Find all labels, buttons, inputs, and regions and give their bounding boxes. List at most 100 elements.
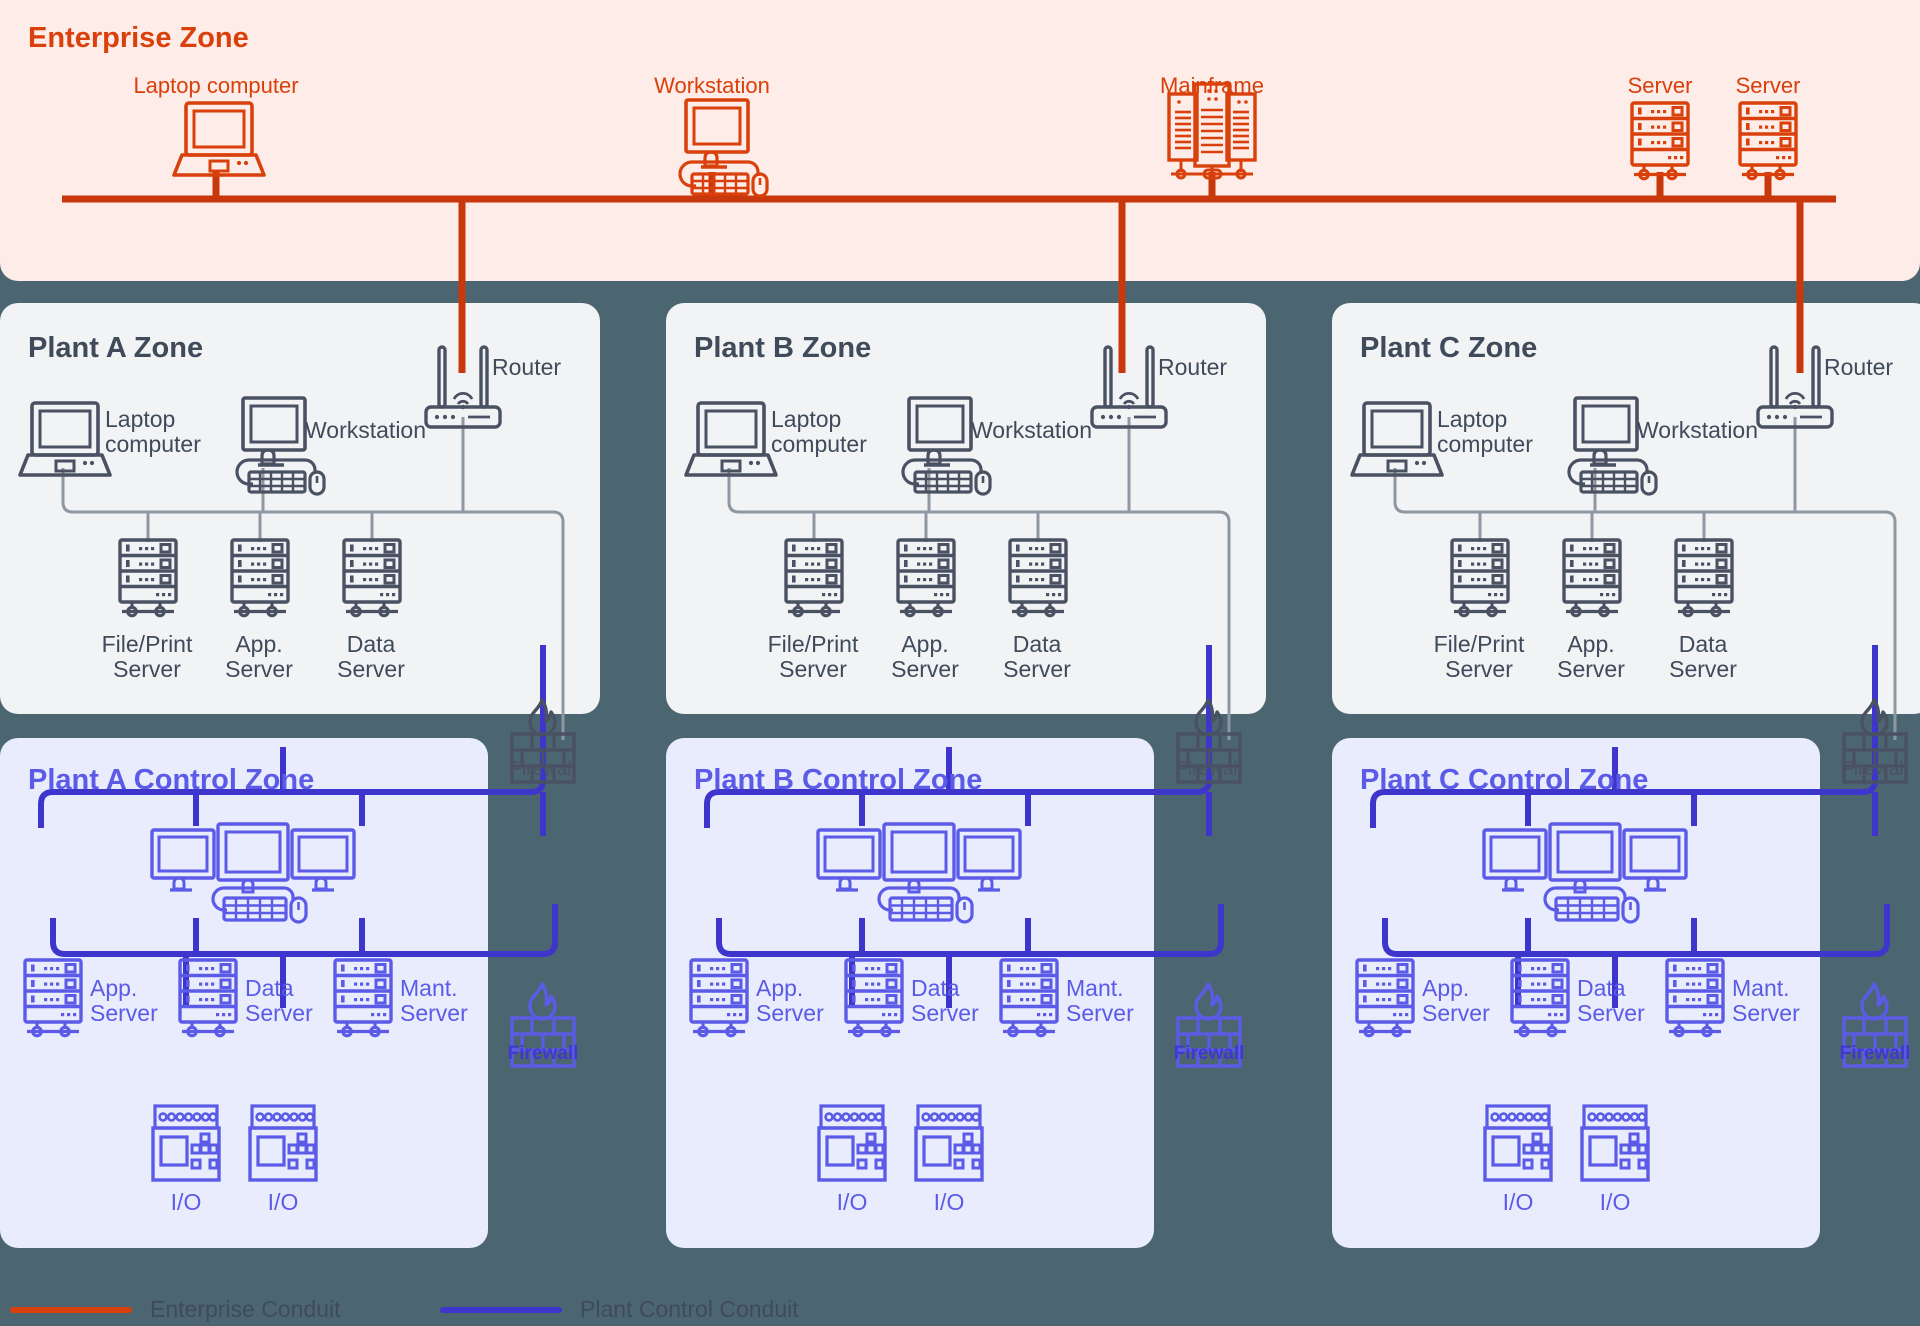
legend-item-plant-control-conduit: Plant Control Conduit xyxy=(440,1296,799,1323)
io-module-icon xyxy=(1580,1104,1650,1182)
server-icon xyxy=(1008,538,1068,618)
plant-c-control-zone-title: Plant C Control Zone xyxy=(1360,764,1649,796)
io-label: I/O xyxy=(836,1189,868,1215)
legend-item-enterprise-conduit: Enterprise Conduit xyxy=(10,1296,341,1323)
workstation-icon xyxy=(1567,396,1658,496)
laptop-label: Laptop computer xyxy=(105,406,201,457)
server-icon xyxy=(1630,101,1690,181)
server-label: Data Server xyxy=(1577,975,1645,1026)
io-module-icon xyxy=(817,1104,887,1182)
firewall-label: Firewall xyxy=(1173,1043,1245,1064)
plant-a-zone-title: Plant A Zone xyxy=(28,332,204,364)
server-icon xyxy=(118,538,178,618)
io-label: I/O xyxy=(1502,1189,1534,1215)
io-label: I/O xyxy=(267,1189,299,1215)
plant-a-zone-panel xyxy=(0,303,600,714)
io-module-icon xyxy=(914,1104,984,1182)
server-icon xyxy=(1562,538,1622,618)
laptop-icon xyxy=(684,401,778,477)
laptop-label: Laptop computer xyxy=(1437,406,1533,457)
legend-label: Plant Control Conduit xyxy=(580,1296,799,1322)
server-icon xyxy=(342,538,402,618)
io-module-icon xyxy=(1483,1104,1553,1182)
firewall-label: Firewall xyxy=(1842,759,1908,780)
router-icon xyxy=(1756,345,1834,429)
enterprise-device-label: Workstation xyxy=(654,73,770,98)
io-label: I/O xyxy=(170,1189,202,1215)
server-icon xyxy=(1674,538,1734,618)
server-icon xyxy=(896,538,956,618)
workstation-icon xyxy=(678,98,769,198)
legend-label: Enterprise Conduit xyxy=(150,1296,341,1322)
router-label: Router xyxy=(492,354,562,380)
server-icon xyxy=(689,958,749,1038)
plant-c-zone-panel xyxy=(1332,303,1920,714)
plant-a-control-zone-title: Plant A Control Zone xyxy=(28,764,315,796)
server-icon xyxy=(999,958,1059,1038)
server-icon xyxy=(1665,958,1725,1038)
mainframe-icon xyxy=(1167,82,1257,180)
server-label: App. Server xyxy=(891,631,959,682)
triple-monitor-icon xyxy=(816,822,1022,924)
plant-b-zone-title: Plant B Zone xyxy=(694,332,872,364)
router-icon xyxy=(1090,345,1168,429)
laptop-icon xyxy=(172,101,266,177)
enterprise-zone-panel xyxy=(0,0,1920,281)
server-label: Mant. Server xyxy=(400,975,468,1026)
plant-a-internal-wiring xyxy=(61,417,565,740)
server-label: File/Print Server xyxy=(101,631,193,682)
enterprise-zone-title: Enterprise Zone xyxy=(28,22,249,54)
server-icon xyxy=(1355,958,1415,1038)
firewall-label: Firewall xyxy=(1839,1043,1911,1064)
server-icon xyxy=(333,958,393,1038)
server-icon xyxy=(844,958,904,1038)
server-label: Data Server xyxy=(245,975,313,1026)
enterprise-device-label: Mainframe xyxy=(1160,73,1264,98)
server-label: App. Server xyxy=(225,631,293,682)
legend-swatch-enterprise-conduit xyxy=(10,1306,132,1313)
enterprise-device-label: Laptop computer xyxy=(133,73,299,98)
enterprise-device-label: Server xyxy=(1735,73,1801,98)
server-label: App. Server xyxy=(1422,975,1490,1026)
plant-a-control-conduit xyxy=(38,645,558,1008)
server-label: Data Server xyxy=(337,631,405,682)
server-icon xyxy=(1738,101,1798,181)
server-label: Mant. Server xyxy=(1066,975,1134,1026)
workstation-label: Workstation xyxy=(305,417,427,443)
plant-b-internal-wiring xyxy=(727,417,1231,740)
server-label: App. Server xyxy=(1557,631,1625,682)
server-label: Data Server xyxy=(1003,631,1071,682)
io-module-icon xyxy=(248,1104,318,1182)
server-label: App. Server xyxy=(90,975,158,1026)
enterprise-conduit-bus xyxy=(62,172,1836,373)
router-label: Router xyxy=(1824,354,1894,380)
router-label: Router xyxy=(1158,354,1228,380)
server-label: File/Print Server xyxy=(1433,631,1525,682)
server-icon xyxy=(1510,958,1570,1038)
server-label: Data Server xyxy=(911,975,979,1026)
firewall-label: Firewall xyxy=(510,759,576,780)
plant-b-zone-panel xyxy=(666,303,1266,714)
laptop-icon xyxy=(1350,401,1444,477)
io-module-icon xyxy=(151,1104,221,1182)
workstation-icon xyxy=(235,396,326,496)
plant-c-internal-wiring xyxy=(1393,417,1897,740)
server-label: App. Server xyxy=(756,975,824,1026)
server-icon xyxy=(1450,538,1510,618)
plant-c-zone-title: Plant C Zone xyxy=(1360,332,1538,364)
firewall-label: Firewall xyxy=(1176,759,1242,780)
triple-monitor-icon xyxy=(150,822,356,924)
workstation-icon xyxy=(901,396,992,496)
server-icon xyxy=(23,958,83,1038)
plant-c-control-conduit xyxy=(1370,645,1890,1008)
server-label: Data Server xyxy=(1669,631,1737,682)
server-label: Mant. Server xyxy=(1732,975,1800,1026)
io-label: I/O xyxy=(933,1189,965,1215)
workstation-label: Workstation xyxy=(1637,417,1759,443)
io-label: I/O xyxy=(1599,1189,1631,1215)
server-icon xyxy=(178,958,238,1038)
enterprise-device-label: Server xyxy=(1627,73,1693,98)
laptop-label: Laptop computer xyxy=(771,406,867,457)
